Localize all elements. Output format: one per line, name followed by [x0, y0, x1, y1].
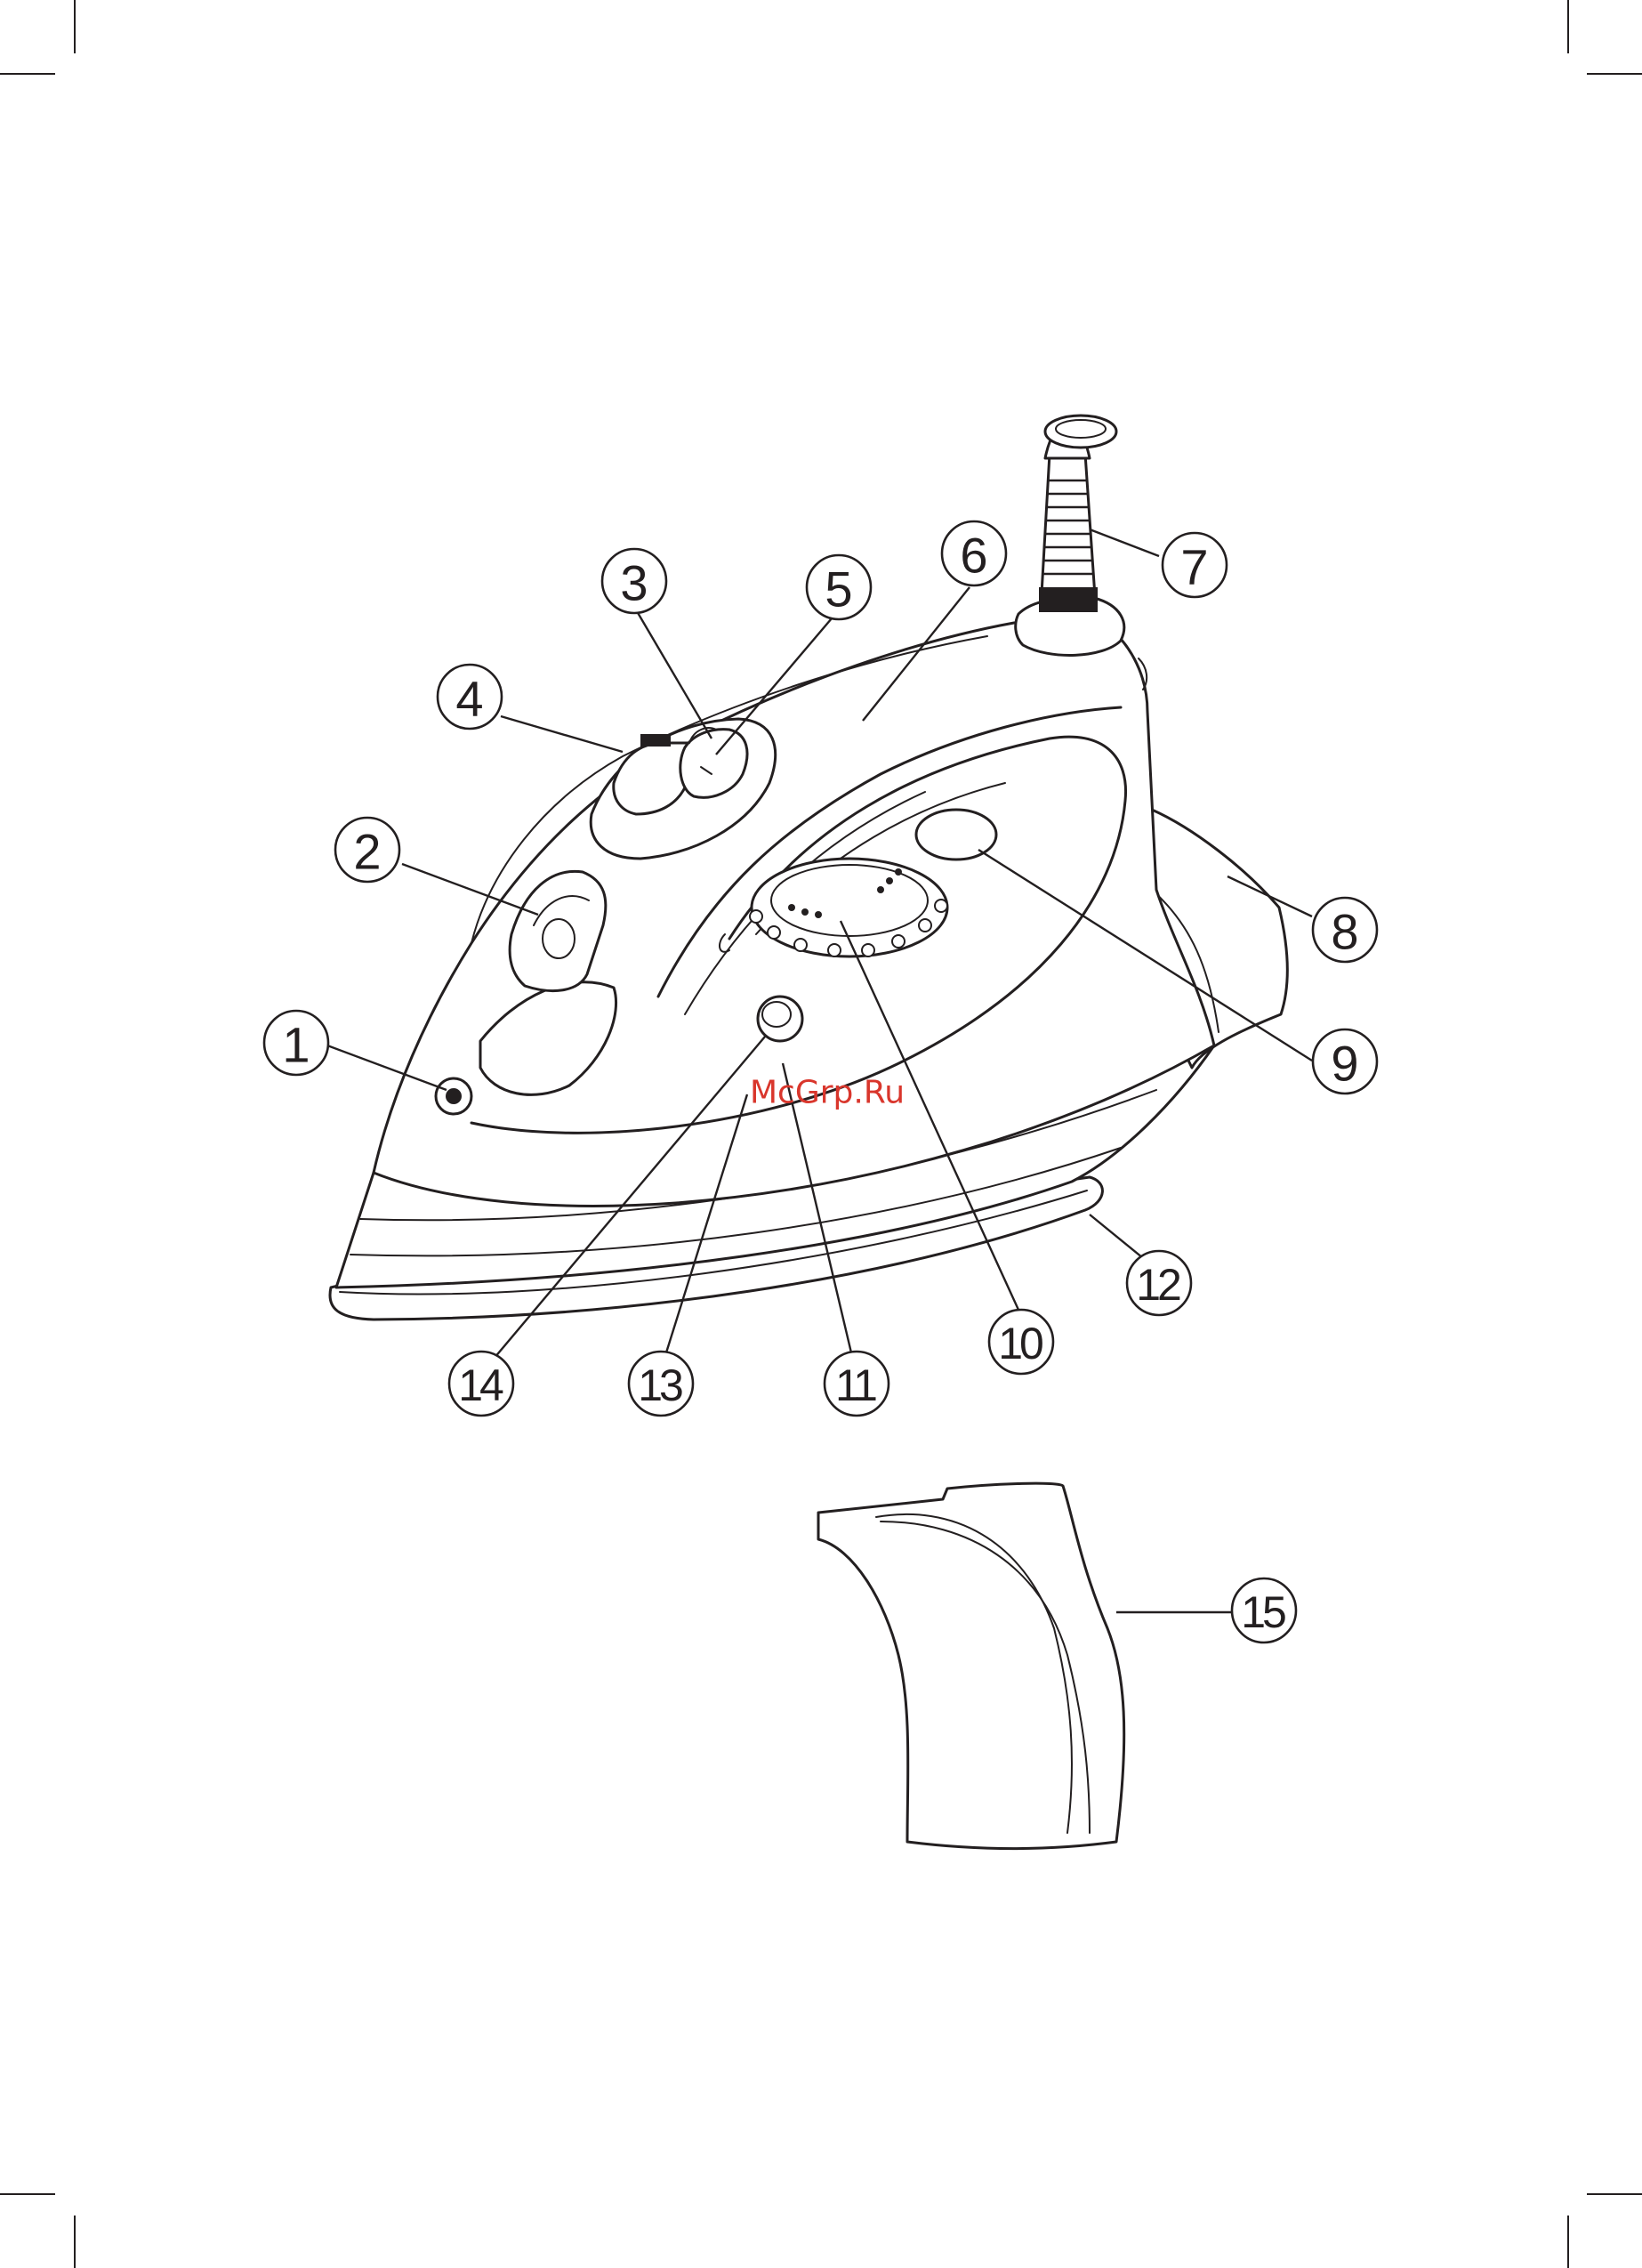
detached-cover	[818, 1483, 1124, 1848]
svg-text:10: 10	[998, 1319, 1042, 1368]
svg-text:14: 14	[458, 1360, 503, 1410]
pilot-light	[916, 810, 996, 860]
svg-text:2: 2	[353, 824, 381, 880]
spray-button-icon	[543, 919, 575, 958]
callout-3: 3	[602, 549, 666, 613]
svg-text:1: 1	[282, 1017, 310, 1073]
svg-text:8: 8	[1331, 904, 1358, 960]
callout-15: 15	[1232, 1578, 1296, 1642]
callout-13: 13	[629, 1352, 693, 1416]
callout-9: 9	[1313, 1029, 1377, 1094]
callout-7: 7	[1163, 533, 1227, 597]
callout-2: 2	[335, 818, 399, 882]
svg-text:13: 13	[638, 1360, 682, 1410]
watermark: McGrp.Ru	[750, 1075, 905, 1111]
svg-text:4: 4	[455, 671, 483, 727]
callout-12: 12	[1127, 1251, 1191, 1315]
callout-11: 11	[825, 1352, 889, 1416]
callout-5: 5	[807, 555, 871, 619]
rear-cover-part	[818, 1483, 1124, 1848]
svg-text:12: 12	[1136, 1260, 1180, 1310]
svg-text:3: 3	[620, 555, 648, 611]
callout-6: 6	[942, 521, 1006, 585]
callout-4: 4	[438, 665, 502, 729]
svg-text:11: 11	[835, 1360, 876, 1410]
svg-text:6: 6	[960, 528, 987, 584]
lever-grip	[640, 734, 671, 747]
svg-text:15: 15	[1241, 1587, 1285, 1637]
callout-14: 14	[449, 1352, 513, 1416]
callout-8: 8	[1313, 898, 1377, 962]
callout-1: 1	[264, 1011, 328, 1075]
svg-text:5: 5	[825, 561, 852, 617]
svg-text:9: 9	[1331, 1036, 1358, 1092]
callout-10: 10	[989, 1310, 1053, 1374]
svg-text:7: 7	[1180, 539, 1208, 595]
